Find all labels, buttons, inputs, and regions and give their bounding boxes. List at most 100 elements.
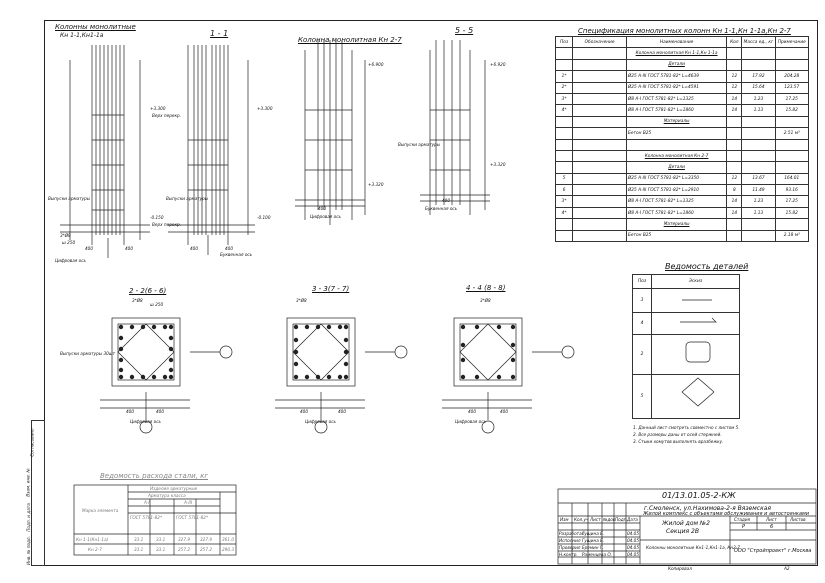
title-section-2-2: 2 - 2(6 - 6) <box>129 287 167 295</box>
label-step-1: ш 250 <box>62 240 76 245</box>
label-verh-1: Верх перекр. <box>152 113 181 118</box>
spec-h-mass: Масса ед., кг <box>741 35 776 49</box>
side-stamp <box>31 420 45 566</box>
rashod-row1-v4: 361.0 <box>222 537 234 542</box>
spec-mat1-name: Бетон В25 <box>625 127 728 140</box>
rashod-h1: Изделия арматурные <box>150 486 198 491</box>
label-d400-10: 400 <box>338 409 346 414</box>
stamp-copied: Копировал <box>668 566 692 571</box>
rashod-row2-mark: Кн 2-7 <box>88 547 102 552</box>
spec-mat1-note: 2.51 м³ <box>774 127 810 140</box>
rashod-g2: ГОСТ 5781-82* <box>176 515 209 520</box>
stamp-date: 04.05 <box>627 538 639 543</box>
rashod-grid <box>73 484 237 556</box>
rashod-c1: А-I <box>144 500 150 505</box>
stamp-sheet: 6 <box>770 524 774 530</box>
det-row-pos: 3 <box>632 288 652 313</box>
rashod-row2-v1: 33.1 <box>156 547 166 552</box>
stamp-section: Секция 2В <box>666 528 699 535</box>
stamp-date: 04.05 <box>627 545 639 550</box>
stamp-org: ООО "Стройпроект" г.Москва <box>734 548 812 554</box>
label-d400-12: 400 <box>500 409 508 414</box>
column-kn27-elevation <box>295 40 366 225</box>
label-step-2: ш 250 <box>150 302 164 307</box>
rashod-row1-mark: Кн 1-1(Кн1-1а) <box>76 537 109 542</box>
title-section-1-1: 1 - 1 <box>210 29 229 38</box>
section-4-4-bars <box>460 324 516 380</box>
stamp-name: Раменцева О. <box>582 552 612 557</box>
stamp-col: Кол.уч <box>574 517 589 522</box>
spec-h-pos: Поз <box>554 35 574 49</box>
stamp-sheetname: Колонны монолитные Кн1-1,Кн1-1а, Кн2-7 <box>646 545 740 550</box>
stamp-format: А2 <box>784 566 790 571</box>
label-os-cif-2: Цифровая ось <box>310 214 341 219</box>
label-vypuski-2: Выпуски арматуры <box>166 196 209 201</box>
stamp-code: 01/13.01.05-2-КЖ <box>662 491 736 500</box>
label-p1: +3.300 <box>150 106 166 111</box>
title-kolonny-sub: Кн 1-1,Кн1-1а <box>60 32 104 39</box>
rashod-row2-v4: 290.3 <box>222 547 234 552</box>
section-3-3-bars <box>293 324 349 380</box>
label-vypuski-4: Выпуски арматуры 30шт <box>60 351 116 356</box>
label-d400-4: 400 <box>225 246 233 251</box>
section-3-3-graphic <box>275 317 408 434</box>
rashod-row1-v3: 327.9 <box>200 537 212 542</box>
label-d3-3: 3*Ø8 <box>296 298 307 303</box>
label-verh-2: Верх перекр. <box>152 222 181 227</box>
rashod-row2-v3: 257.2 <box>200 547 212 552</box>
stamp-grid <box>557 488 817 565</box>
stamp-date: 04.05 <box>627 552 639 557</box>
stamp-date: 04.05 <box>627 531 639 536</box>
label-d400-7: 400 <box>126 409 134 414</box>
section-2-2-graphic <box>100 317 233 434</box>
section-2-2-bars <box>118 324 174 380</box>
spec-section2-title: Колонна монолитная Кн 2-7 <box>625 149 728 163</box>
stamp-object: Жилой комплекс с объектами обслуживания … <box>643 511 810 517</box>
stamp-role: Проверил <box>559 545 581 550</box>
column-kn11-elevation <box>60 45 150 258</box>
rashod-h2: Арматура класса <box>148 493 186 498</box>
spec-mat1-label: Материалы <box>625 115 728 129</box>
spec-mat2-name: Бетон В25 <box>625 229 728 243</box>
section-4-4-graphic <box>442 317 575 434</box>
label-p5: -0.100 <box>257 215 271 220</box>
title-spec: Спецификация монолитных колонн Кн 1-1,Кн… <box>578 27 791 35</box>
rashod-row2-v2: 257.2 <box>178 547 190 552</box>
title-kn27: Колонна монолитная Кн 2-7 <box>298 36 402 44</box>
rashod-mark: Марка элемента <box>82 508 119 513</box>
label-os-buk-2: Буквенная ось <box>425 206 458 211</box>
label-os-buk-1: Буквенная ось <box>220 252 253 257</box>
spec-h-qty: Кол <box>726 35 743 49</box>
stamp-col: Дата <box>627 517 638 522</box>
title-vedomost-detalei: Ведомость деталей <box>665 262 749 271</box>
label-d400-5: 400 <box>318 206 326 211</box>
stamp-role: Разработал <box>559 531 585 536</box>
label-p4: +3.320 <box>368 182 384 187</box>
stamp-building: Жилой дом №2 <box>662 520 710 527</box>
rashod-row2-v0: 33.1 <box>134 547 144 552</box>
stamp-sheets-h: Листов <box>790 517 806 522</box>
label-d3-1: 3*Ø8 <box>60 233 71 238</box>
title-vedomost-rashoda: Ведомость расхода стали, кг <box>100 472 209 480</box>
label-d400-1: 400 <box>85 246 93 251</box>
stamp-col: Изм <box>560 517 569 522</box>
section-5-5 <box>420 40 490 215</box>
label-d3-2: 3*Ø8 <box>132 298 143 303</box>
stamp-name: Гущина Е. <box>582 538 605 543</box>
note-2: 2. Все размеры даны от осей стержней. <box>633 432 722 437</box>
label-d400-8: 400 <box>156 409 164 414</box>
label-vypuski-1: Выпуски арматуры <box>48 196 91 201</box>
stamp-name: Еремин Г. <box>582 545 604 550</box>
stamp-stage: Р <box>742 524 746 530</box>
det-row-pos: 4 <box>632 312 652 335</box>
spec-mat2-note: 2.18 м³ <box>774 229 810 243</box>
note-1: 1. Данный лист смотреть совместно с лист… <box>633 425 740 430</box>
stamp-name: Гущина Е. <box>582 531 605 536</box>
label-p1b: +3.300 <box>257 106 273 111</box>
spec-h-name: Наименование <box>625 35 728 49</box>
